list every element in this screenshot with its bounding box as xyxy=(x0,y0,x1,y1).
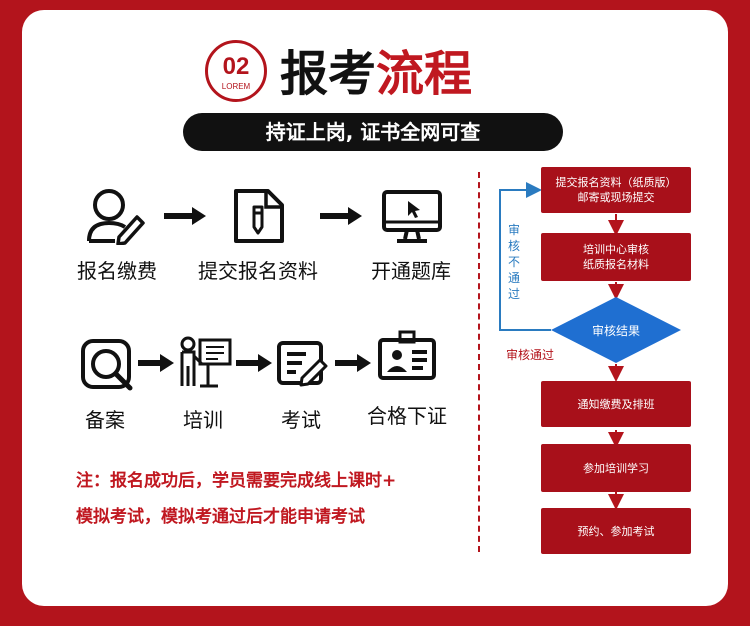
note-line-1: 注：报名成功后，学员需要完成线上课时+ xyxy=(76,471,397,491)
step-label-certificate: 合格下证 xyxy=(367,404,447,428)
page-title: 报考流程 xyxy=(280,34,472,104)
document-pen-icon xyxy=(234,189,284,243)
flow-box-book-exam: 预约、参加考试 xyxy=(541,508,691,554)
step-label-training: 培训 xyxy=(183,408,223,432)
title-red-part: 流程 xyxy=(376,46,473,102)
step-label-question-bank: 开通题库 xyxy=(371,259,451,283)
id-card-icon xyxy=(378,330,436,380)
step-label-submit: 提交报名资料 xyxy=(198,259,318,283)
arrow-icon xyxy=(138,354,174,372)
flow-box-notify-payment: 通知缴费及排班 xyxy=(541,381,691,427)
step-number-badge: 02 LOREM xyxy=(205,40,267,102)
arrow-icon xyxy=(320,207,362,225)
pass-label: 审核通过 xyxy=(506,348,555,362)
arrow-icon xyxy=(335,354,371,372)
monitor-cursor-icon xyxy=(382,190,442,243)
slogan-banner: 持证上岗, 证书全网可查 xyxy=(183,113,563,151)
flow-box-submit-materials: 提交报名资料（纸质版） 邮寄或现场提交 xyxy=(541,167,691,213)
dashed-divider xyxy=(478,172,480,552)
arrow-icon xyxy=(236,354,272,372)
teacher-board-icon xyxy=(180,336,232,388)
magnifier-icon xyxy=(81,339,133,391)
badge-number: 02 xyxy=(222,53,250,80)
flow-connectors xyxy=(499,182,624,510)
note-line-2: 模拟考试，模拟考通过后才能申请考试 xyxy=(76,507,365,527)
step-label-exam: 考试 xyxy=(281,408,321,432)
title-black-part: 报考 xyxy=(280,46,377,102)
flow-box-attend-training: 参加培训学习 xyxy=(541,444,691,492)
user-pen-icon xyxy=(87,189,145,245)
step-label-record: 备案 xyxy=(85,408,125,432)
reject-label: 审核不通过 xyxy=(508,223,521,301)
flow-decision-diamond xyxy=(551,297,681,363)
arrow-icon xyxy=(164,207,206,225)
badge-subtext: LOREM xyxy=(221,82,251,91)
step-label-pay: 报名缴费 xyxy=(77,259,157,283)
flow-decision-label: 审核结果 xyxy=(591,324,640,338)
flow-box-review: 培训中心审核 纸质报名材料 xyxy=(541,233,691,281)
exam-pen-icon xyxy=(277,341,328,387)
